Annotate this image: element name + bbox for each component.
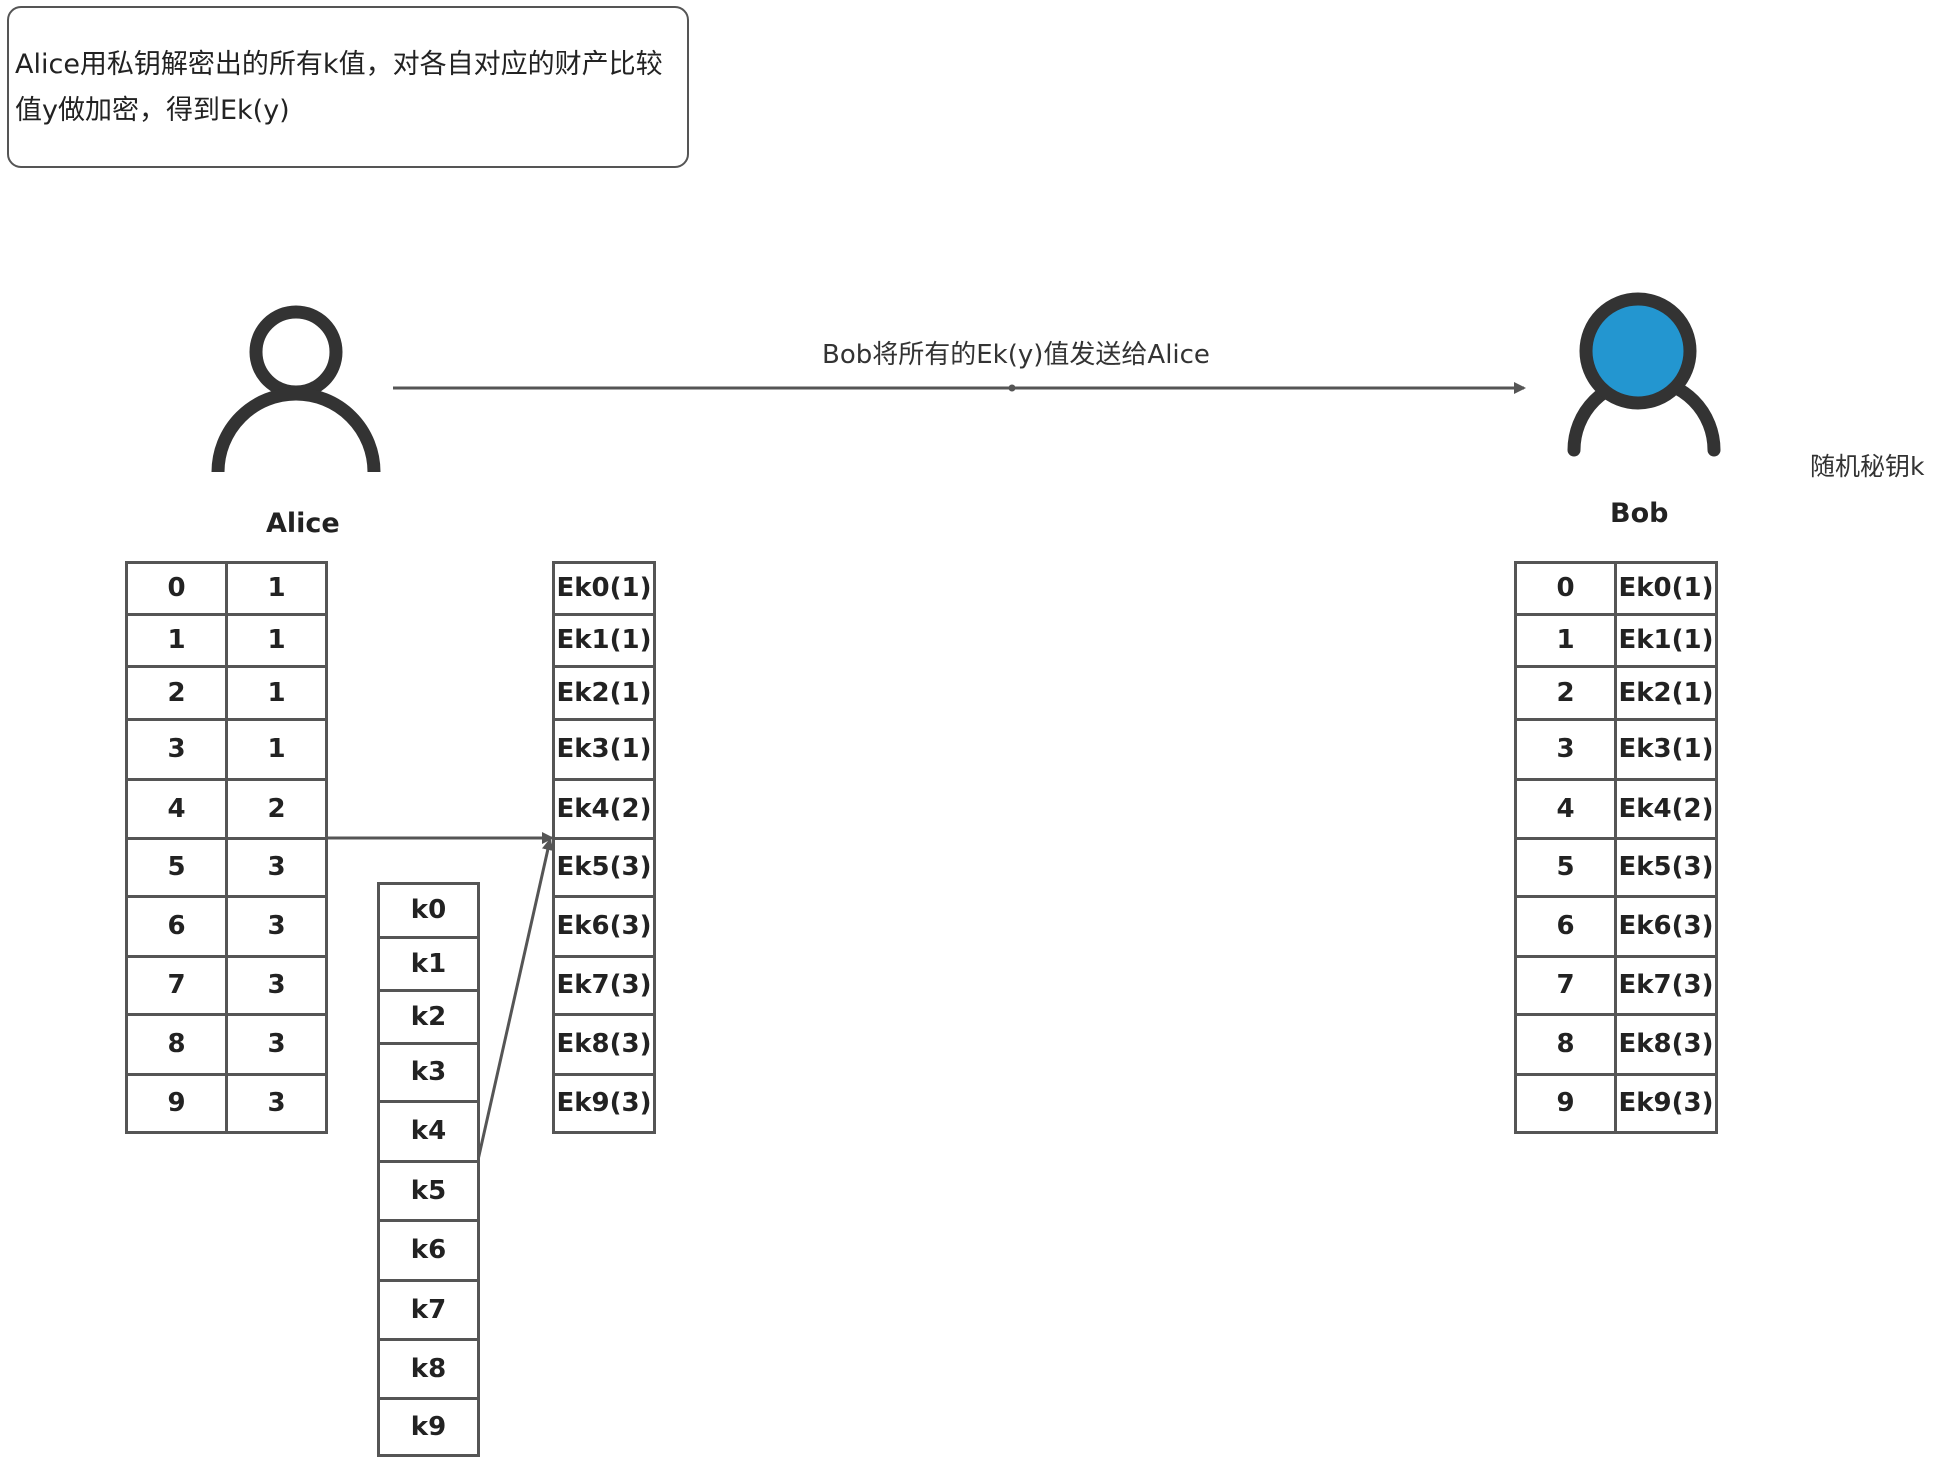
ek-cell-0: Ek0(1) [552,560,656,616]
bob-index-cell-0: 0 [1514,560,1617,616]
bob-index-cell-5: 5 [1514,836,1617,898]
ek-cell-1: Ek1(1) [552,612,656,668]
alice-value-cell-9: 3 [225,1072,328,1134]
ek-cell-8: Ek8(3) [552,1012,656,1076]
key-cell-4: k4 [377,1099,480,1163]
ek-cell-4: Ek4(2) [552,777,656,840]
bob-index-cell-6: 6 [1514,894,1617,958]
bob-value-cell-1: Ek1(1) [1614,612,1718,668]
note-line-1: Alice用私钥解密出的所有k值，对各自对应的财产比较 [15,49,663,80]
alice-index-cell-1: 1 [125,612,228,668]
ek-cell-7: Ek7(3) [552,954,656,1016]
alice-value-cell-5: 3 [225,836,328,898]
alice-index-cell-0: 0 [125,560,228,616]
bob-person-icon [1567,292,1721,457]
alice-index-cell-5: 5 [125,836,228,898]
bob-value-cell-0: Ek0(1) [1614,560,1718,616]
key-cell-6: k6 [377,1218,480,1282]
bob-value-cell-4: Ek4(2) [1614,777,1718,840]
bob-index-cell-2: 2 [1514,664,1617,721]
bob-value-cell-2: Ek2(1) [1614,664,1718,721]
bob-label: Bob [1610,498,1669,529]
alice-person-icon [211,305,381,473]
alice-index-cell-4: 4 [125,777,228,840]
alice-index-cell-3: 3 [125,717,228,781]
description-note: Alice用私钥解密出的所有k值，对各自对应的财产比较 值y做加密，得到Ek(y… [7,6,689,168]
bob-value-cell-7: Ek7(3) [1614,954,1718,1016]
random-key-label: 随机秘钥k [1810,452,1925,481]
alice-value-cell-1: 1 [225,612,328,668]
ek-cell-3: Ek3(1) [552,717,656,781]
bob-value-cell-5: Ek5(3) [1614,836,1718,898]
note-line-2: 值y做加密，得到Ek(y) [15,95,290,126]
alice-value-cell-8: 3 [225,1012,328,1076]
alice-label: Alice [266,508,340,539]
bob-index-cell-8: 8 [1514,1012,1617,1076]
alice-index-cell-6: 6 [125,894,228,958]
bob-value-cell-8: Ek8(3) [1614,1012,1718,1076]
ek-cell-5: Ek5(3) [552,836,656,898]
bob-index-cell-3: 3 [1514,717,1617,781]
bob-value-cell-6: Ek6(3) [1614,894,1718,958]
key-cell-9: k9 [377,1396,480,1457]
alice-index-cell-7: 7 [125,954,228,1016]
send-arrow-midpoint [1008,384,1016,392]
key-cell-8: k8 [377,1337,480,1400]
bob-index-cell-9: 9 [1514,1072,1617,1134]
alice-value-cell-6: 3 [225,894,328,958]
bob-index-cell-4: 4 [1514,777,1617,840]
key-cell-7: k7 [377,1278,480,1341]
bob-value-cell-3: Ek3(1) [1614,717,1718,781]
alice-value-cell-7: 3 [225,954,328,1016]
alice-index-cell-9: 9 [125,1072,228,1134]
key-cell-5: k5 [377,1159,480,1222]
ek-cell-9: Ek9(3) [552,1072,656,1134]
ek-cell-6: Ek6(3) [552,894,656,958]
bob-index-cell-7: 7 [1514,954,1617,1016]
bob-value-cell-9: Ek9(3) [1614,1072,1718,1134]
key-connector [476,838,554,1161]
ek-cell-2: Ek2(1) [552,664,656,721]
alice-value-cell-4: 2 [225,777,328,840]
alice-value-cell-0: 1 [225,560,328,616]
alice-value-cell-3: 1 [225,717,328,781]
alice-index-cell-2: 2 [125,664,228,721]
key-cell-0: k0 [377,881,480,939]
key-cell-3: k3 [377,1041,480,1103]
key-cell-2: k2 [377,988,480,1045]
key-cell-1: k1 [377,935,480,992]
alice-index-cell-8: 8 [125,1012,228,1076]
arrow-label: Bob将所有的Ek(y)值发送给Alice [822,340,1210,370]
alice-value-cell-2: 1 [225,664,328,721]
bob-index-cell-1: 1 [1514,612,1617,668]
